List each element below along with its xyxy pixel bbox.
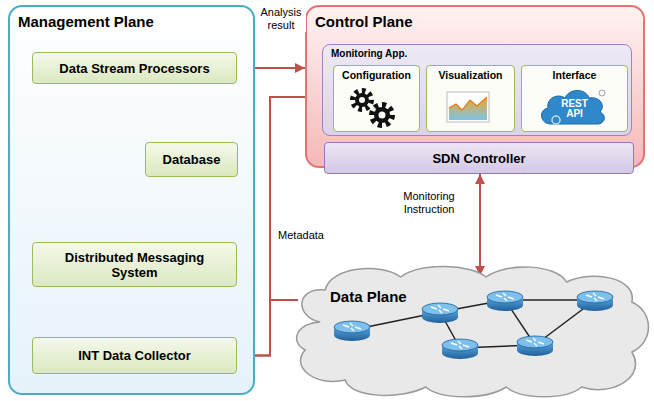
process-box: Data Stream Processors <box>32 52 237 84</box>
router-symbol <box>334 321 370 341</box>
module-box: Visualization <box>426 65 515 132</box>
router-symbol <box>577 291 613 311</box>
process-box: Distributed Messaging System <box>32 242 237 287</box>
node-label: Interface <box>522 66 627 81</box>
chart-icon <box>447 92 489 122</box>
node-label: Visualization <box>427 66 514 81</box>
node-label: Control Plane <box>307 7 643 30</box>
api-cloud-icon <box>542 90 605 124</box>
network-links <box>352 300 595 348</box>
network-cloud: Data Plane <box>290 262 652 398</box>
gear-icon <box>353 91 392 125</box>
node-label: Data Plane <box>290 262 652 305</box>
router-icons <box>334 291 613 359</box>
router-symbol <box>517 336 553 356</box>
database-box: Database <box>145 142 238 177</box>
node-label: Configuration <box>334 66 419 81</box>
node-label: Data Stream Processors <box>59 61 209 76</box>
router-symbol <box>442 339 478 359</box>
module-box: InterfaceREST API <box>521 65 628 132</box>
edge-label: Analysis result <box>256 6 306 32</box>
node-label: Monitoring App. <box>323 45 631 59</box>
icon-label: REST API <box>555 99 595 119</box>
controller-box: SDN Controller <box>324 142 634 174</box>
router-symbol <box>422 303 458 323</box>
node-label: SDN Controller <box>432 151 525 166</box>
connector-arrow <box>479 174 481 276</box>
node-label: Distributed Messaging System <box>60 250 210 280</box>
app-panel: Configuration Visualization InterfaceREST … <box>322 44 632 136</box>
module-box: Configuration <box>333 65 420 132</box>
router-symbol <box>487 291 523 311</box>
node-label: Management Plane <box>10 7 253 30</box>
edge-label: Monitoring Instruction <box>384 190 474 216</box>
plane-panel: Configuration Visualization InterfaceREST … <box>305 5 645 168</box>
edge-label: Metadata <box>274 229 328 242</box>
node-label: INT Data Collector <box>78 348 191 363</box>
cloud-outline <box>290 262 652 398</box>
plane-panel: Data Stream ProcessorsDatabaseDistribute… <box>8 5 255 395</box>
process-box: INT Data Collector <box>32 337 237 374</box>
node-label: Database <box>163 152 221 167</box>
